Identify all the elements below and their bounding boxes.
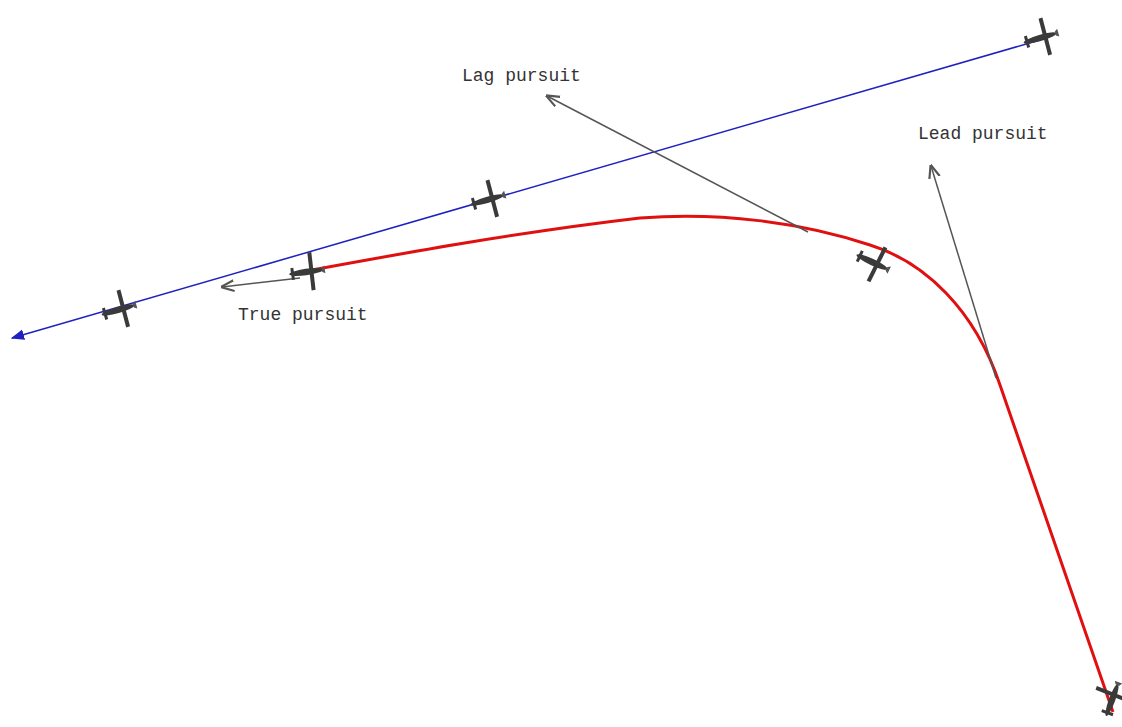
- pursuit-label: Lag pursuit: [462, 66, 581, 86]
- pursuit-label: True pursuit: [238, 305, 368, 325]
- target-plane: [96, 286, 141, 333]
- pursuer-plane: [287, 251, 328, 294]
- true-vector: [222, 278, 300, 287]
- pursuer-track: [312, 216, 1113, 712]
- target-track: [12, 40, 1040, 338]
- pursuit-label: Lead pursuit: [918, 124, 1048, 144]
- pursuer-plane: [1088, 676, 1122, 723]
- lag-vector: [547, 96, 808, 232]
- target-plane: [1018, 14, 1063, 61]
- target-plane: [465, 176, 510, 223]
- pursuer-plane: [849, 238, 898, 288]
- lead-vector: [931, 166, 996, 378]
